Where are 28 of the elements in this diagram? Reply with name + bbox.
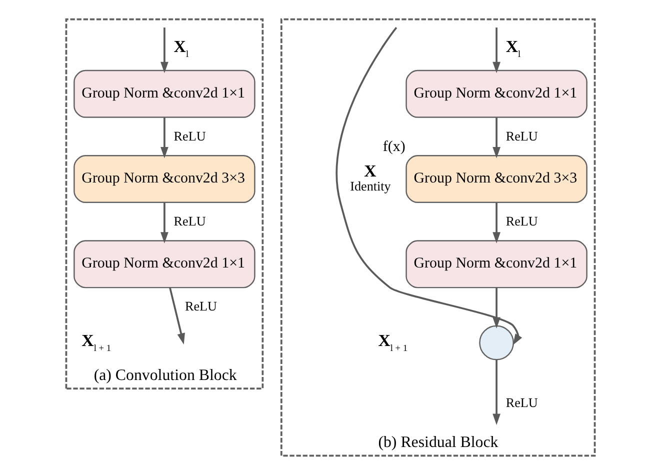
node-circle: [478, 325, 514, 360]
arrow: [492, 360, 500, 425]
label: X$_{l + 1}$: [81, 330, 111, 354]
node-box: Group Norm &conv2d 1×1: [73, 240, 255, 288]
arrow: [336, 26, 522, 346]
node-box: Group Norm &conv2d 1×1: [405, 70, 587, 118]
arrow: [492, 118, 500, 158]
node-box: Group Norm &conv2d 3×3: [73, 155, 255, 204]
edge-label: X$_{l}$: [173, 37, 188, 60]
arrow: [160, 118, 168, 158]
edge-label: X$_{l}$: [505, 37, 520, 60]
edge-label: ReLU: [505, 128, 538, 144]
arrow: [492, 28, 500, 74]
arrow: [168, 287, 184, 344]
edge-label: ReLU: [173, 128, 206, 144]
arrow: [160, 202, 168, 244]
label: X$_{l + 1}$: [378, 330, 408, 354]
edge-label: ReLU: [505, 214, 538, 229]
edge-label: ReLU: [505, 395, 538, 410]
node-box: Group Norm &conv2d 1×1: [405, 240, 587, 288]
node-label: f(x): [382, 138, 405, 155]
arrow: [160, 28, 168, 74]
arrow: [492, 202, 500, 244]
node-box: Group Norm &conv2d 3×3: [405, 155, 587, 204]
edge-label: ReLU: [173, 214, 206, 229]
edge-label: ReLU: [184, 298, 216, 314]
edge-label: X Identity: [350, 162, 390, 194]
node-box: Group Norm &conv2d 1×1: [73, 70, 255, 118]
